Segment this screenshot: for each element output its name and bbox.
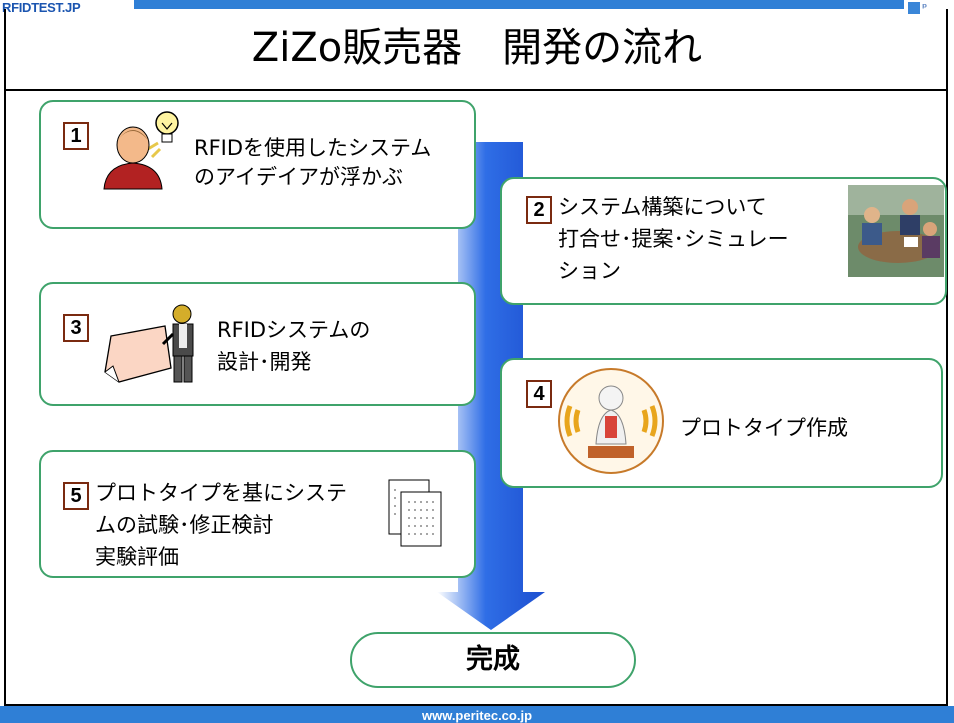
brand-logo: RFIDTEST.JP — [0, 0, 134, 16]
step-4-number: 4 — [526, 380, 552, 408]
presenter-board-icon — [104, 304, 194, 383]
corner-logo-mark-icon — [908, 2, 920, 14]
step-1-line-1: RFIDを使用したシステム — [194, 136, 432, 160]
step-1-number: 1 — [63, 122, 89, 150]
step-5-line-2: ムの試験･修正検討 — [95, 513, 274, 537]
meeting-photo-icon — [848, 185, 944, 277]
documents-icon — [388, 479, 442, 547]
completion-node: 完成 — [350, 632, 636, 688]
step-1-line-2: のアイデイアが浮かぶ — [194, 165, 403, 189]
slide-frame — [4, 9, 948, 706]
step-2-box: 2 システム構築について 打合せ･提案･シミュレー ション — [500, 177, 947, 305]
zizo-device-icon — [558, 368, 664, 474]
step-3-number: 3 — [63, 314, 89, 342]
step-5-number: 5 — [63, 482, 89, 510]
step-2-line-2: 打合せ･提案･シミュレー — [558, 227, 789, 251]
step-3-line-1: RFIDシステムの — [217, 318, 371, 342]
step-3-line-2: 設計･開発 — [217, 350, 312, 374]
step-3-box: 3 RFIDシステムの 設計･開発 — [39, 282, 476, 406]
step-4-line-1: プロトタイプ作成 — [680, 416, 848, 440]
step-4-box: 4 プロトタイプ作成 — [500, 358, 943, 488]
step-1-box: 1 RFIDを使用したシステム のアイデイアが浮かぶ — [39, 100, 476, 229]
step-5-box: 5 プロトタイプを基にシステ ムの試験･修正検討 実験評価 — [39, 450, 476, 578]
step-5-line-1: プロトタイプを基にシステ — [95, 481, 347, 505]
person-lightbulb-icon — [103, 111, 179, 190]
page-title: ZiZo販売器 開発の流れ — [251, 25, 703, 71]
step-2-number: 2 — [526, 196, 552, 224]
corner-logo: ᵖ — [904, 0, 954, 16]
step-5-line-3: 実験評価 — [95, 545, 179, 569]
footer-url: www.peritec.co.jp — [0, 706, 954, 723]
step-2-line-1: システム構築について — [558, 195, 767, 219]
top-accent-bar — [0, 0, 954, 9]
corner-logo-glyph-icon: ᵖ — [922, 1, 928, 14]
title-divider — [6, 89, 948, 91]
step-2-line-3: ション — [558, 259, 621, 283]
